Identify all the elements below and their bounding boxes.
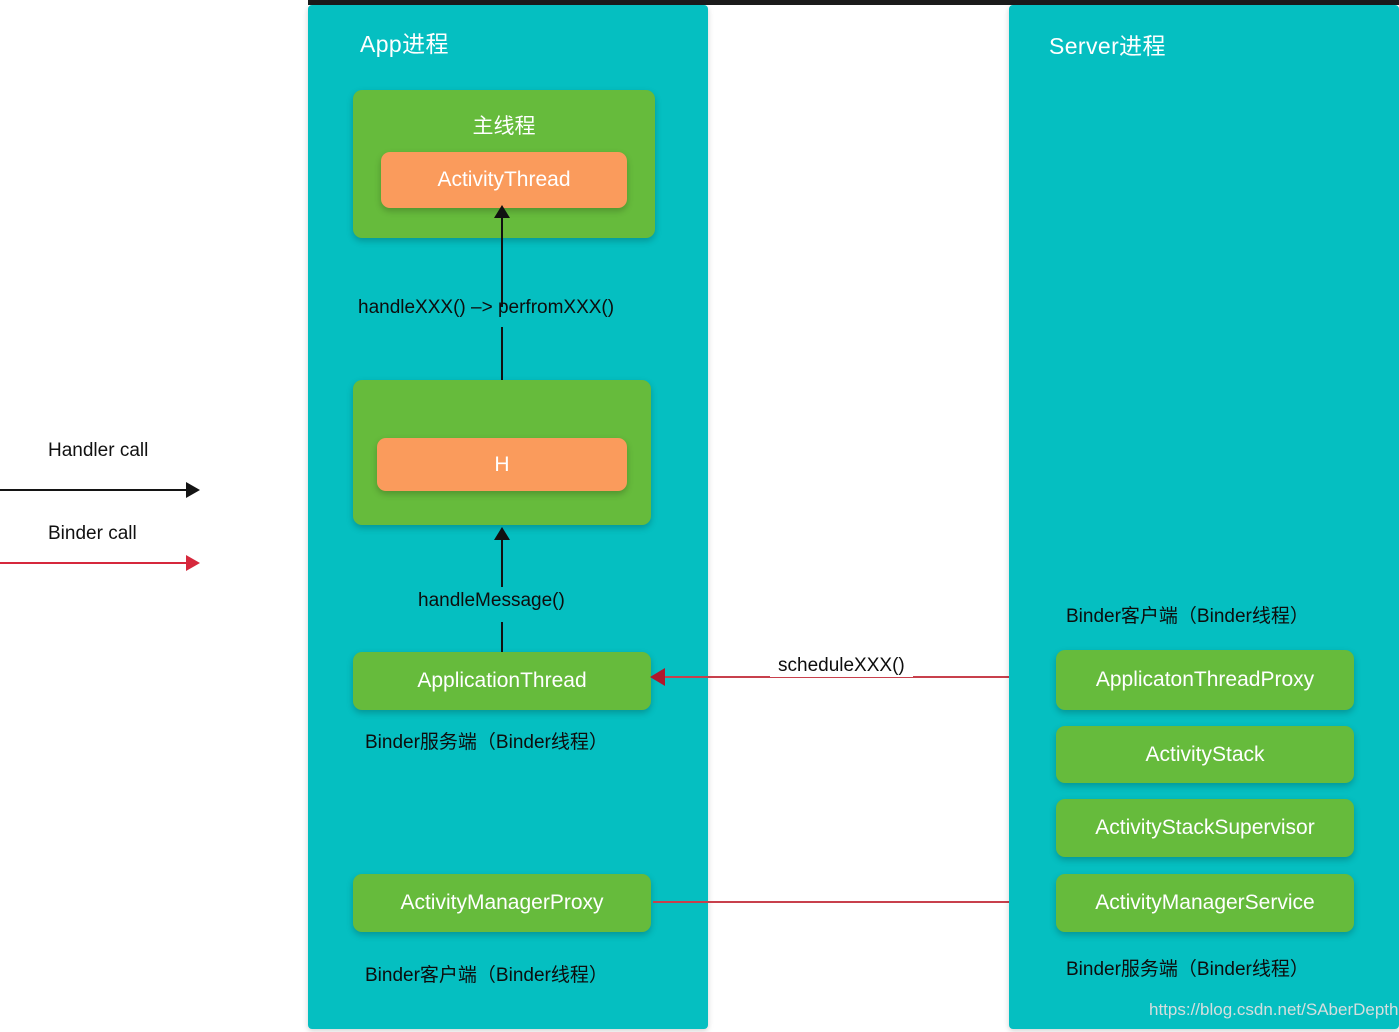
watermark-text: https://blog.csdn.net/SAberDepth	[1149, 1000, 1399, 1019]
application-thread-proxy-block[interactable]: ApplicatonThreadProxy	[1056, 650, 1354, 710]
application-thread-caption: Binder服务端（Binder线程）	[365, 732, 608, 753]
activity-stack-supervisor-block[interactable]: ActivityStackSupervisor	[1056, 799, 1354, 857]
activity-manager-service-caption: Binder服务端（Binder线程）	[1066, 959, 1309, 980]
legend-binder-call-label: Binder call	[48, 523, 137, 544]
activity-manager-proxy-caption: Binder客户端（Binder线程）	[365, 965, 608, 986]
handler-arrow-to-activitythread-icon	[494, 205, 510, 218]
activity-thread-block[interactable]: ActivityThread	[381, 152, 627, 208]
handler-line-upper	[501, 217, 503, 307]
handle-message-edge-label: handleMessage()	[418, 590, 565, 611]
server-process-title: Server进程	[1049, 33, 1166, 59]
activity-stack-block[interactable]: ActivityStack	[1056, 726, 1354, 783]
activity-manager-service-block[interactable]: ActivityManagerService	[1056, 874, 1354, 932]
schedule-binder-arrow-icon	[650, 668, 665, 686]
schedule-binder-line	[665, 676, 1057, 678]
h-handler-group: H	[353, 380, 651, 525]
message-line-lower	[501, 622, 503, 652]
server-binder-client-caption: Binder客户端（Binder线程）	[1066, 606, 1309, 627]
app-process-title: App进程	[360, 31, 449, 57]
ams-binder-line	[653, 901, 1035, 903]
legend-binder-arrow-icon	[186, 555, 200, 571]
legend-handler-call-line	[0, 489, 190, 491]
h-handler-block[interactable]: H	[377, 438, 627, 491]
legend-binder-call-line	[0, 562, 190, 564]
application-thread-block[interactable]: ApplicationThread	[353, 652, 651, 710]
main-thread-label: 主线程	[472, 115, 536, 138]
legend-handler-arrow-icon	[186, 482, 200, 498]
top-dark-strip	[308, 0, 1399, 5]
handler-arrow-to-h-icon	[494, 527, 510, 540]
handle-perform-edge-label: handleXXX() –> perfromXXX()	[358, 297, 615, 318]
handler-line-lower	[501, 327, 503, 380]
message-line-upper	[501, 539, 503, 587]
server-process-panel: Server进程 Binder客户端（Binder线程） ApplicatonT…	[1009, 5, 1399, 1029]
activity-manager-proxy-block[interactable]: ActivityManagerProxy	[353, 874, 651, 932]
legend-handler-call-label: Handler call	[48, 440, 149, 461]
schedule-edge-label: scheduleXXX()	[770, 655, 913, 677]
app-process-panel: App进程 主线程 ActivityThread handleXXX() –> …	[308, 5, 708, 1029]
